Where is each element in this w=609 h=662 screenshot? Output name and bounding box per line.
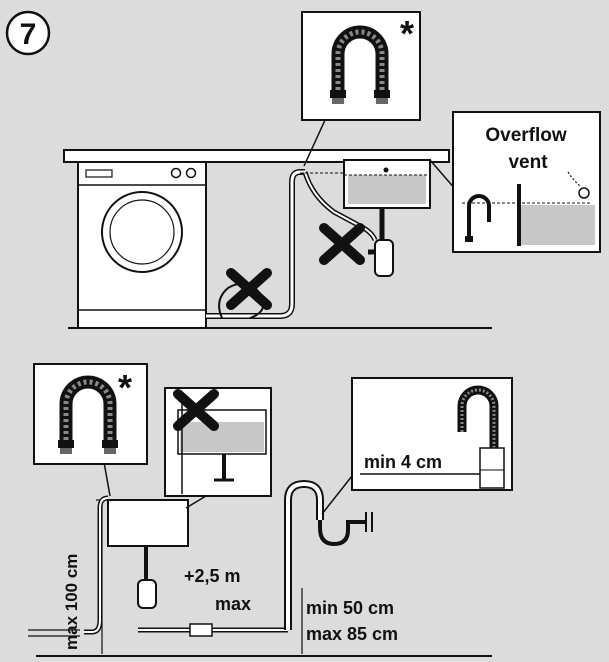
small-hose-icon [465,194,491,242]
vent-label: vent [508,152,548,173]
asterisk-mark: * [400,13,414,54]
extension-max-label: max [215,594,251,614]
extension-label: +2,5 m [184,566,241,586]
min-4cm-label: min 4 cm [364,452,442,472]
wrong-mark-icon [324,228,360,260]
standpipe-hose-icon [457,385,505,489]
max-85cm-label: max 85 cm [306,624,398,644]
top-scene: * Overflow vent [63,11,601,329]
step-number: 7 [20,18,37,51]
hose-callout-panel-2 [33,363,148,465]
wrong-mark-icon [231,273,267,305]
step-badge: 7 [5,10,51,56]
sink-icon [300,159,431,277]
overflow-vent-icon [578,187,590,199]
bottom-scene: max 100 cm * +2,5 m max [28,363,513,657]
overflow-label: Overflow [485,125,567,146]
washing-machine-icon [77,161,207,329]
asterisk-mark-2: * [118,367,132,408]
wash-basin-icon [107,499,189,609]
hose-connector-icon [189,623,213,637]
max-100cm-label: max 100 cm [62,554,81,650]
min-50cm-label: min 50 cm [306,598,394,618]
